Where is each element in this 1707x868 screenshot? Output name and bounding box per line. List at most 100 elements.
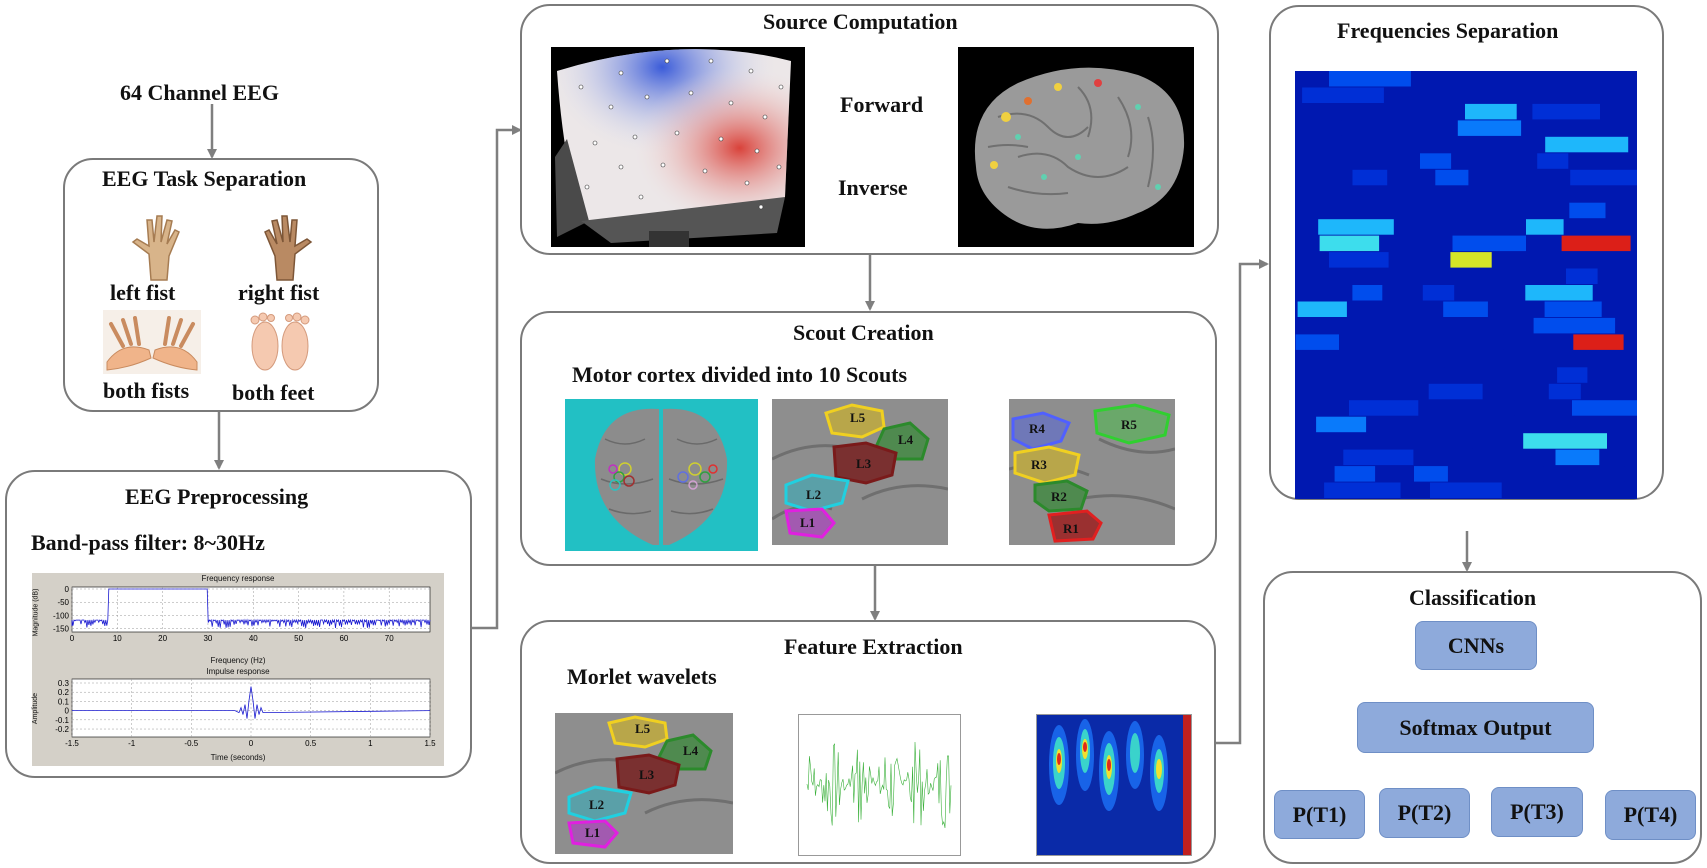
both-hands-icon <box>103 310 201 374</box>
heatmap-cell <box>1566 269 1598 285</box>
task-label-right-fist: right fist <box>238 280 319 306</box>
heatmap-cell <box>1562 236 1631 252</box>
frequencies-separation-title: Frequencies Separation <box>1337 18 1558 44</box>
output-node-pt2: P(T2) <box>1379 788 1470 838</box>
heatmap-cell <box>1352 285 1382 301</box>
task-label-both-fists: both fists <box>103 378 189 404</box>
freq-ytick: -100 <box>53 611 70 620</box>
morlet-label: Morlet wavelets <box>567 664 717 690</box>
heatmap-cell <box>1329 71 1411 87</box>
scout-subtitle: Motor cortex divided into 10 Scouts <box>572 362 907 388</box>
heatmap-cell <box>1545 137 1628 153</box>
heatmap-cell <box>1341 384 1397 400</box>
heatmap-cell <box>1320 236 1380 252</box>
source-computation-box: Source Computation <box>520 4 1219 255</box>
feature-extraction-box: Feature Extraction Morlet wavelets L5 L4… <box>520 620 1216 864</box>
scout-label-l3: L3 <box>856 456 871 472</box>
heatmap-cell <box>1572 400 1637 416</box>
feature-label-l4: L4 <box>683 743 698 759</box>
heatmap-cell <box>1353 170 1388 186</box>
feature-label-l2: L2 <box>589 797 604 813</box>
imp-ytick: -0.2 <box>55 725 69 734</box>
scalp-map <box>551 47 805 247</box>
heatmap-cell <box>1429 384 1483 400</box>
task-label-left-fist: left fist <box>110 280 175 306</box>
heatmap-cell <box>1316 417 1366 433</box>
imp-ytick: -0.1 <box>55 716 69 725</box>
heatmap-cell <box>1298 104 1352 120</box>
heatmap-cell <box>1458 120 1521 135</box>
imp-xtick: 0.5 <box>305 739 317 748</box>
heatmap-cell <box>1453 236 1527 252</box>
input-title: 64 Channel EEG <box>120 80 279 106</box>
task-label-both-feet: both feet <box>232 380 314 406</box>
imp-ytick: 0.3 <box>58 679 70 688</box>
heatmap-cell <box>1302 88 1384 104</box>
heatmap-cell <box>1423 285 1454 301</box>
output-node-pt4: P(T4) <box>1605 790 1696 840</box>
heatmap-cell <box>1324 483 1400 499</box>
heatmap-cell <box>1571 120 1617 135</box>
cnn-node: CNNs <box>1415 621 1537 670</box>
scout-label-l2: L2 <box>806 487 821 503</box>
heatmap-cell <box>1549 384 1581 400</box>
imp-xtick: -0.5 <box>184 739 198 748</box>
heatmap-cell <box>1430 417 1460 433</box>
heatmap-cell <box>1573 334 1623 350</box>
filter-plots-panel: Frequency response Magnitude (dB) Freque… <box>32 573 444 766</box>
wavelet-time-frequency-map <box>1037 715 1191 855</box>
heatmap-cell <box>1341 120 1422 135</box>
heatmap-cell <box>1430 483 1502 499</box>
heatmap-cell <box>1329 252 1389 268</box>
scout-label-r5: R5 <box>1121 417 1137 433</box>
classification-box: Classification CNNs Softmax Output P(T1)… <box>1263 571 1702 864</box>
heatmap-cell <box>1414 466 1448 482</box>
inverse-label: Inverse <box>838 175 908 201</box>
right-scouts-panel: R4 R5 R3 R2 R1 <box>1009 399 1175 545</box>
frequency-heatmap <box>1295 71 1637 499</box>
scout-label-r1: R1 <box>1063 521 1079 537</box>
freq-xtick: 40 <box>249 634 258 643</box>
scalp-map-panel <box>551 47 805 247</box>
heatmap-cell <box>1557 367 1587 383</box>
frequencies-separation-box: Frequencies Separation <box>1269 5 1664 500</box>
both-feet-icon <box>245 310 315 374</box>
imp-ytick: 0.2 <box>58 688 70 697</box>
preprocessing-box: EEG Preprocessing Band-pass filter: 8~30… <box>5 470 472 778</box>
output-node-pt1: P(T1) <box>1274 790 1365 839</box>
scout-label-r4: R4 <box>1029 421 1045 437</box>
feature-label-l5: L5 <box>635 721 650 737</box>
classification-title: Classification <box>1409 585 1536 611</box>
freq-xtick: 70 <box>385 634 394 643</box>
heatmap-cell <box>1349 400 1418 416</box>
brain-top-view <box>565 399 758 551</box>
heatmap-cell <box>1534 318 1616 334</box>
freq-xtick: 60 <box>339 634 348 643</box>
heatmap-cell <box>1318 219 1394 235</box>
imp-xtick: 1 <box>368 739 373 748</box>
preprocessing-title: EEG Preprocessing <box>125 484 308 510</box>
left-scouts-panel: L5 L4 L3 L2 L1 <box>772 399 948 545</box>
heatmap-cell <box>1573 351 1617 367</box>
scout-label-r2: R2 <box>1051 489 1067 505</box>
heatmap-cell <box>1312 269 1354 285</box>
feature-label-l3: L3 <box>639 767 654 783</box>
heatmap-cell <box>1452 71 1531 87</box>
heatmap-cell <box>1532 104 1600 120</box>
heatmap-cell <box>1415 269 1453 285</box>
heatmap-cell <box>1300 203 1383 219</box>
scout-label-l4: L4 <box>898 432 913 448</box>
cortex-3d-icon <box>958 47 1194 247</box>
arrow-feature-to-freqsep <box>1216 264 1267 743</box>
heatmap-cell <box>1465 104 1517 120</box>
heatmap-cell <box>1339 137 1410 153</box>
arrow-preproc-to-source <box>472 130 520 628</box>
freq-xtick: 20 <box>158 634 167 643</box>
heatmap-cell <box>1326 367 1370 383</box>
freq-ytick: -150 <box>53 625 70 634</box>
scout-label-r3: R3 <box>1031 457 1047 473</box>
heatmap-cell <box>1467 186 1526 202</box>
signal-trace <box>799 715 960 855</box>
filter-plots-svg: 0102030405060700-50-100-150-1.5-1-0.500.… <box>32 573 444 766</box>
output-node-pt3: P(T3) <box>1491 787 1583 837</box>
